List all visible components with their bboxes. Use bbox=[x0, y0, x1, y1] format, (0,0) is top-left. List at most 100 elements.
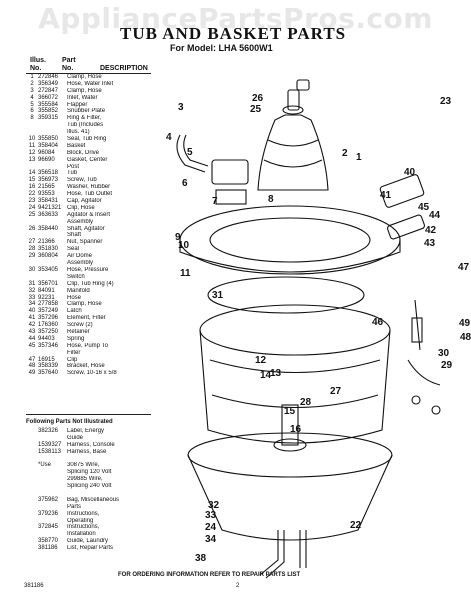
part-description: Harness, Base bbox=[67, 448, 107, 455]
part-description: Operating bbox=[67, 517, 94, 524]
parts-row bbox=[26, 490, 151, 497]
part-number: 363633 bbox=[38, 211, 59, 218]
parts-row: Assembly bbox=[26, 260, 151, 267]
part-number: 372845 bbox=[38, 524, 59, 531]
part-number bbox=[38, 232, 67, 239]
illus-number bbox=[26, 350, 38, 357]
part-number bbox=[38, 260, 67, 267]
part-description: Agitator & Insert bbox=[67, 211, 111, 218]
parts-row: 6 355852 Snubber Plate bbox=[26, 108, 151, 115]
tub-drawing bbox=[187, 404, 393, 541]
part-number bbox=[38, 435, 67, 442]
callout-4: 4 bbox=[166, 132, 172, 143]
illus-number bbox=[26, 219, 38, 226]
callout-41: 41 bbox=[380, 190, 392, 201]
part-number: 93553 bbox=[38, 191, 55, 198]
part-description: Snubber Plate bbox=[67, 108, 106, 115]
illus-number: 6 bbox=[30, 108, 34, 115]
part-number: 21366 bbox=[38, 239, 55, 246]
illus-number bbox=[26, 469, 38, 476]
illus-number: 23 bbox=[28, 198, 36, 205]
illus-number bbox=[26, 232, 38, 239]
part-description: Shaft, Agitator bbox=[67, 225, 105, 232]
illus-number: 15 bbox=[28, 177, 36, 184]
illus-number: 16 bbox=[28, 184, 36, 191]
part-number bbox=[38, 350, 67, 357]
part-number: 356349 bbox=[38, 80, 59, 87]
illus-number: 34 bbox=[28, 301, 36, 308]
part-number: 355850 bbox=[38, 136, 59, 143]
parts-row: Post bbox=[26, 164, 151, 171]
part-number bbox=[38, 219, 67, 226]
header-part-no: No. bbox=[62, 65, 74, 72]
part-number: 358404 bbox=[38, 142, 59, 149]
part-number: 357640 bbox=[38, 370, 59, 377]
part-description: Harness, Console bbox=[67, 441, 115, 448]
part-number: 379236 bbox=[38, 510, 59, 517]
parts-row: 1538113 Harness, Base bbox=[26, 449, 151, 456]
part-description: Bracket, Hose bbox=[67, 363, 105, 370]
part-description: Screw, Tub bbox=[67, 177, 97, 184]
part-number: 1538113 bbox=[38, 448, 61, 455]
callout-5: 5 bbox=[187, 147, 193, 158]
parts-row: Parts bbox=[26, 504, 151, 511]
part-number: 355852 bbox=[38, 108, 59, 115]
tub-ring-drawing bbox=[179, 205, 401, 275]
illus-number bbox=[26, 483, 38, 490]
header-illus-no: No. bbox=[30, 65, 42, 72]
callout-38: 38 bbox=[195, 553, 207, 564]
page-title: TUB AND BASKET PARTS bbox=[120, 24, 347, 43]
callout-45: 45 bbox=[418, 202, 430, 213]
part-number: 356518 bbox=[38, 170, 59, 177]
callout-28: 28 bbox=[300, 397, 312, 408]
callout-40: 40 bbox=[404, 167, 416, 178]
part-description: Post bbox=[67, 163, 80, 170]
illus-number: 14 bbox=[28, 170, 36, 177]
agitator-cap-drawing bbox=[296, 79, 310, 91]
part-number bbox=[38, 456, 67, 463]
illus-number bbox=[26, 435, 38, 442]
part-number: 355584 bbox=[38, 101, 59, 108]
parts-row bbox=[26, 456, 151, 463]
part-description: List, Repair Parts bbox=[67, 545, 114, 552]
parts-row: Switch bbox=[26, 274, 151, 281]
illus-number bbox=[26, 456, 38, 463]
part-description: Instructions, bbox=[67, 524, 100, 531]
part-description: Manifold bbox=[67, 287, 90, 294]
part-description: Seal bbox=[67, 246, 80, 253]
illus-number: 25 bbox=[28, 211, 36, 218]
part-description: Clamp, Hose bbox=[67, 301, 102, 308]
illus-number: 32 bbox=[28, 287, 36, 294]
part-number bbox=[38, 531, 67, 538]
parts-row: Splicing 240 Volt bbox=[26, 483, 151, 490]
callout-48: 48 bbox=[460, 332, 471, 343]
basket-drawing bbox=[199, 304, 391, 444]
callout-12: 12 bbox=[255, 355, 267, 366]
callout-6: 6 bbox=[182, 178, 188, 189]
part-number bbox=[38, 164, 67, 171]
illus-number: 42 bbox=[28, 322, 36, 329]
callout-1: 1 bbox=[356, 152, 362, 163]
illus-number bbox=[26, 511, 38, 518]
part-description: Flapper bbox=[67, 101, 88, 108]
part-number: 96084 bbox=[38, 149, 55, 156]
part-description: Seal, Tub Ring bbox=[67, 136, 107, 143]
part-number: 21565 bbox=[38, 184, 55, 191]
illus-number bbox=[26, 449, 38, 456]
callout-15: 15 bbox=[284, 406, 296, 417]
part-description: Guide bbox=[67, 434, 84, 441]
illus-number: 22 bbox=[28, 191, 36, 198]
part-number: 381186 bbox=[38, 545, 58, 552]
callout-3: 3 bbox=[178, 102, 184, 113]
